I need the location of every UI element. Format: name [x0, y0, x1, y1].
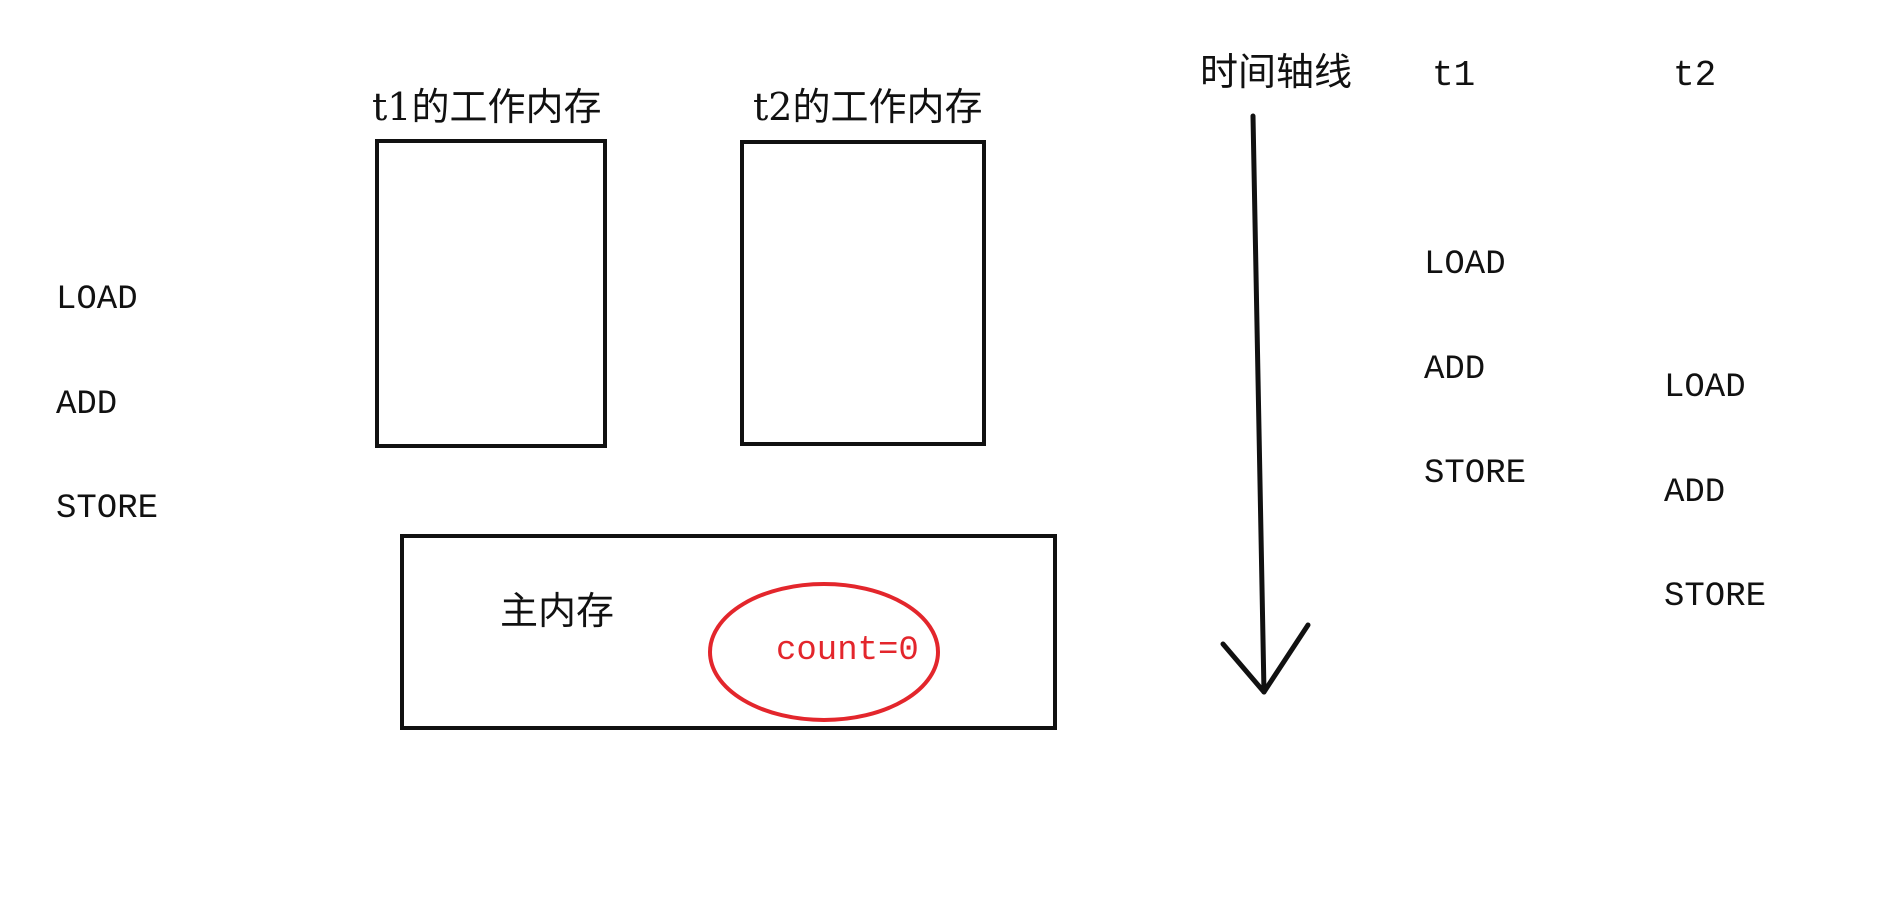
t2-working-memory-box	[740, 140, 986, 446]
t2-op-load: LOAD	[1664, 369, 1746, 407]
t2-op-add: ADD	[1664, 474, 1726, 512]
count-highlight-ellipse	[708, 582, 940, 722]
t1-working-memory-box	[375, 139, 607, 448]
left-instruction-load: LOAD	[56, 281, 138, 319]
t1-column-header: t1	[1432, 55, 1476, 96]
t1-op-add: ADD	[1424, 351, 1486, 389]
left-instruction-add: ADD	[56, 386, 118, 424]
t2-column-header: t2	[1673, 55, 1717, 96]
main-memory-box	[400, 534, 1057, 730]
t1-working-memory-label: t1的工作内存	[372, 85, 602, 129]
timeline-arrow-head	[1220, 622, 1311, 695]
t1-op-store: STORE	[1424, 455, 1527, 493]
t1-op-load: LOAD	[1424, 246, 1506, 284]
t2-op-store: STORE	[1664, 578, 1767, 616]
left-instruction-store: STORE	[56, 490, 159, 528]
main-memory-label: 主内存	[500, 589, 615, 633]
timeline-arrow-shaft	[1250, 113, 1267, 695]
t2-working-memory-label: t2的工作内存	[753, 85, 983, 129]
count-variable: count=0	[776, 632, 919, 670]
timeline-label: 时间轴线	[1200, 50, 1353, 94]
